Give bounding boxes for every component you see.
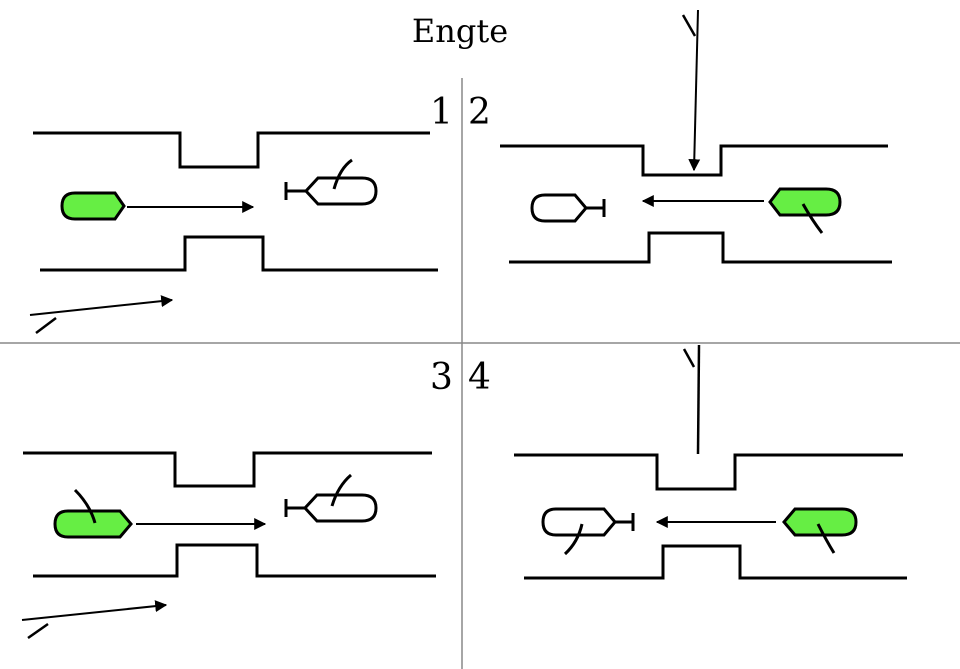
diagram-title: Engte [411, 12, 509, 50]
vertical-arrow [688, 9, 701, 172]
panel-2 [500, 9, 892, 264]
outline-vessel [303, 176, 378, 206]
channel-bottom-wall [33, 543, 436, 578]
arrow-tick [27, 622, 49, 640]
tail-curve [332, 158, 353, 190]
outline-vessel [302, 493, 378, 523]
green-vessel [768, 187, 842, 217]
green-vessel [53, 509, 133, 539]
outline-vessel [541, 507, 617, 537]
channel-bottom-wall [40, 235, 438, 272]
tail-curve [816, 523, 836, 554]
panel-label-3: 3 [430, 357, 453, 398]
arrow-tick [682, 348, 696, 368]
channel-top-wall [514, 453, 903, 491]
green-vessel [782, 507, 858, 537]
panel-label-4: 4 [468, 357, 491, 398]
panel-label-1: 1 [430, 92, 453, 133]
outline-vessel [530, 193, 588, 223]
panel-label-2: 2 [468, 92, 491, 133]
tail-curve [563, 523, 584, 556]
panel-1 [29, 131, 438, 334]
green-vessel [60, 191, 126, 221]
panel-4 [514, 344, 907, 580]
arrow-tick [681, 14, 697, 37]
vertical-line [696, 344, 701, 455]
tail-curve [73, 488, 97, 524]
channel-bottom-wall [524, 544, 907, 580]
arrow-tick [35, 317, 57, 334]
channel-top-wall [33, 131, 430, 169]
panel-3 [21, 451, 436, 640]
channel-bottom-wall [509, 231, 892, 264]
channel-top-wall [500, 144, 888, 177]
channel-top-wall [23, 451, 432, 488]
direction-arrow [29, 295, 174, 316]
direction-arrow [21, 600, 168, 621]
tail-curve [801, 203, 824, 234]
tail-curve [330, 473, 352, 507]
